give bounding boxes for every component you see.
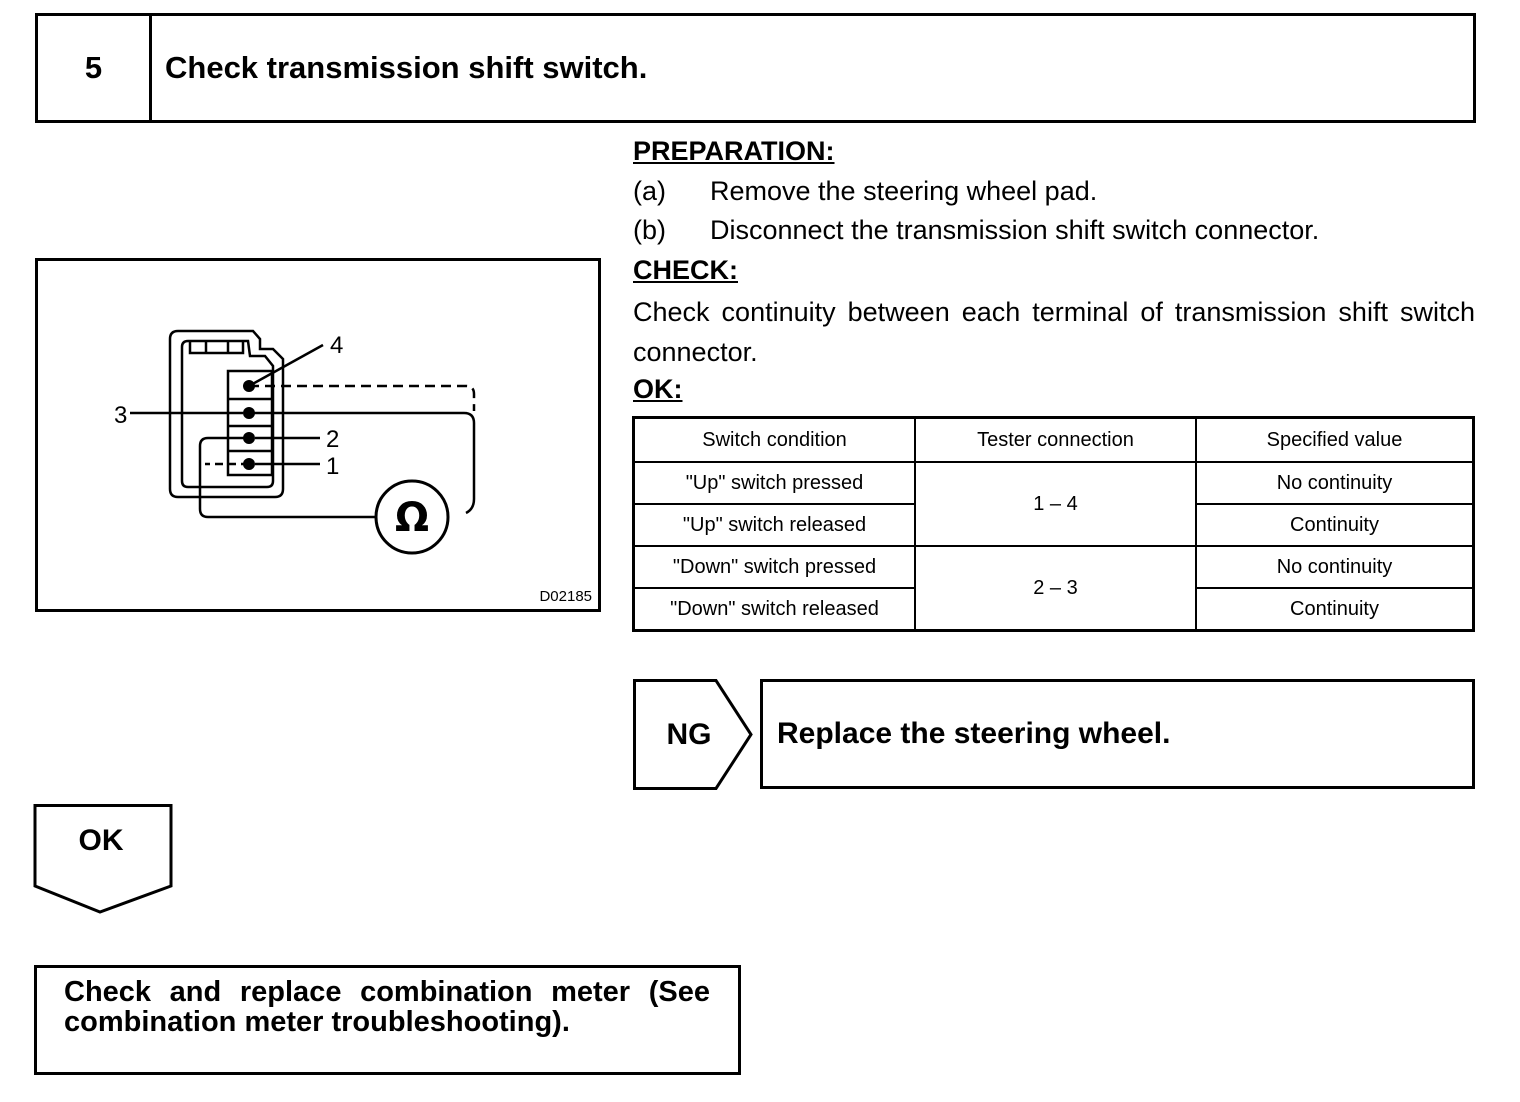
switch-condition: "Up" switch pressed: [632, 461, 916, 505]
ok-action: Check and replace combination meter (See…: [34, 965, 741, 1075]
specified-value: Continuity: [1195, 587, 1475, 632]
preparation-heading: PREPARATION:: [633, 136, 835, 166]
terminal-label-3: 3: [114, 402, 127, 429]
ng-action: Replace the steering wheel.: [760, 679, 1475, 789]
spec-table: Switch condition Tester connection Speci…: [632, 416, 1475, 632]
terminal-label-4: 4: [330, 332, 343, 359]
specified-value: No continuity: [1195, 545, 1475, 589]
step-marker: (a): [633, 176, 666, 206]
ok-spec-heading: OK:: [633, 374, 683, 404]
ok-label: OK: [78, 824, 124, 857]
column-header: Tester connection: [914, 416, 1197, 463]
column-header: Switch condition: [632, 416, 916, 463]
ohm-symbol: Ω: [395, 495, 429, 541]
column-header: Specified value: [1195, 416, 1475, 463]
specified-value: Continuity: [1195, 503, 1475, 547]
specified-value: No continuity: [1195, 461, 1475, 505]
step-text: Remove the steering wheel pad.: [710, 176, 1098, 206]
table-row: "Up" switch released Continuity: [632, 503, 1475, 547]
ohmmeter-connector-diagram-icon: 4 3 2 1 Ω: [114, 329, 476, 555]
ng-arrow-icon: [633, 679, 753, 790]
step-header: 5 Check transmission shift switch.: [35, 13, 1476, 123]
switch-condition: "Down" switch pressed: [632, 545, 916, 589]
switch-condition: "Up" switch released: [632, 503, 916, 547]
step-marker: (b): [633, 215, 666, 245]
step-title: Check transmission shift switch.: [165, 50, 648, 85]
ok-arrow-icon: [33, 804, 173, 914]
table-row: "Down" switch pressed 2 – 3 No continuit…: [632, 545, 1475, 632]
tester-connection: 2 – 3: [914, 545, 1197, 632]
connector-diagram: 4 3 2 1 Ω D02185: [35, 258, 601, 612]
check-heading: CHECK:: [633, 255, 738, 285]
terminal-label-1: 1: [326, 453, 339, 480]
switch-condition: "Down" switch released: [632, 587, 916, 632]
check-text: Check continuity between each terminal o…: [633, 297, 1475, 367]
preparation-step-b: (b) Disconnect the transmission shift swi…: [633, 215, 1319, 246]
ng-label: NG: [666, 717, 712, 751]
step-text: Disconnect the transmission shift switch…: [710, 215, 1320, 245]
preparation-step-a: (a) Remove the steering wheel pad.: [633, 176, 1097, 207]
table-header-row: Switch condition Tester connection Speci…: [632, 416, 1475, 463]
table-row: "Down" switch released Continuity: [632, 587, 1475, 632]
table-row: "Up" switch pressed 1 – 4 No continuity: [632, 461, 1475, 547]
tester-connection: 1 – 4: [914, 461, 1197, 547]
step-number: 5: [38, 16, 152, 120]
terminal-label-2: 2: [326, 426, 339, 453]
diagram-code: D02185: [539, 588, 592, 605]
